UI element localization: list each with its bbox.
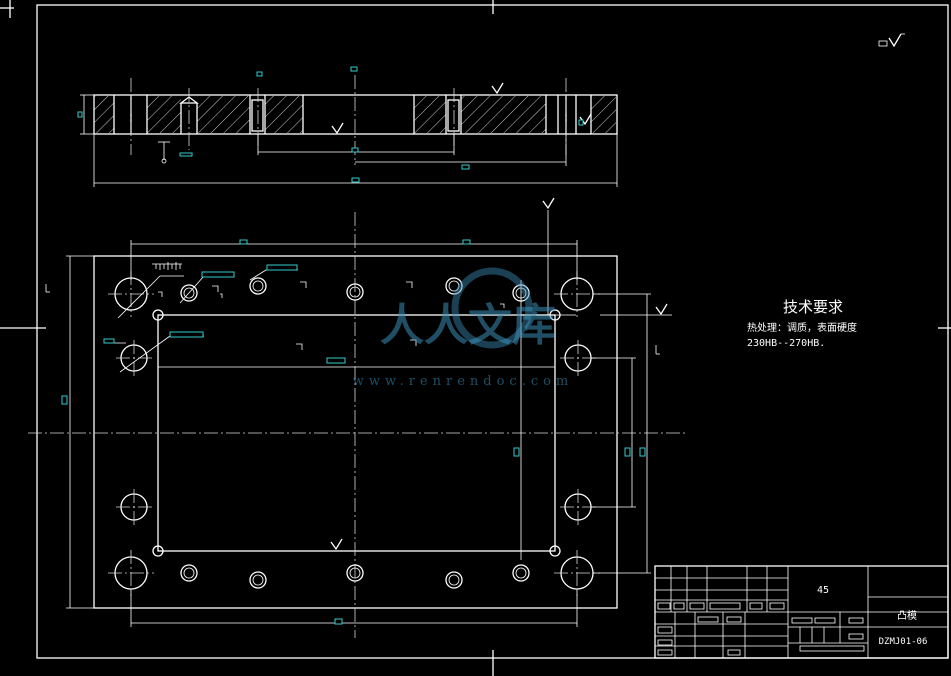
part-name: 凸模	[897, 610, 917, 622]
material-label: 45	[817, 585, 829, 596]
plan-view	[28, 197, 686, 638]
dowel-holes	[116, 340, 596, 525]
watermark-url: www.renrendoc.com	[353, 374, 574, 389]
tech-req-line2: 230HB--270HB.	[747, 338, 825, 349]
general-roughness-symbol	[878, 33, 905, 48]
section-view	[77, 66, 618, 187]
technical-requirements: 技术要求 热处理：调质，表面硬度 230HB--270HB.	[747, 298, 857, 349]
watermark: 人人文库 www.renrendoc.com	[353, 267, 574, 389]
tech-req-line1: 热处理：调质，表面硬度	[747, 321, 857, 334]
plate-outline	[93, 255, 618, 609]
drawing-number: DZMJ01-06	[879, 637, 928, 647]
tech-req-title: 技术要求	[783, 298, 843, 316]
title-block: 45 凸模 DZMJ01-06	[654, 565, 949, 659]
watermark-logo-icon	[451, 267, 533, 349]
watermark-logo-text: 人人文库	[380, 300, 556, 351]
screw-holes-bottom	[180, 564, 530, 589]
punch-cavity-outline	[157, 314, 556, 552]
leader-ticks	[152, 262, 182, 270]
